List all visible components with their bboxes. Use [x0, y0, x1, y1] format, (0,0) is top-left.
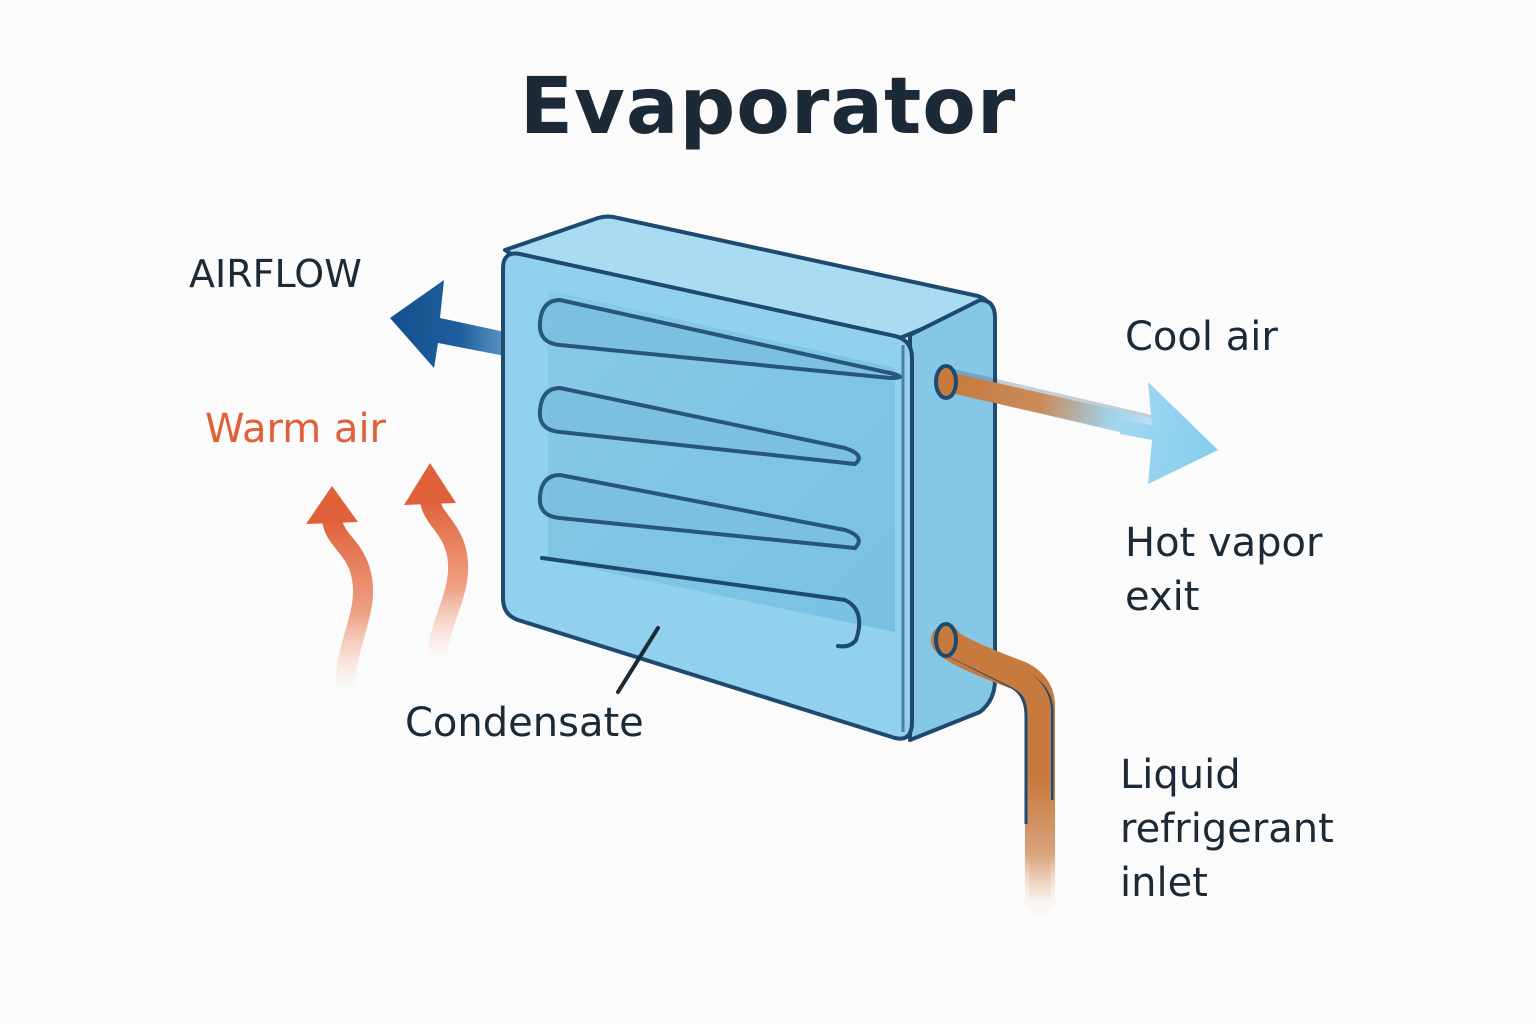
warm-air-arrows-icon — [306, 463, 469, 700]
condensate-leader-line — [616, 626, 660, 694]
warm-air-label: Warm air — [205, 406, 386, 452]
cool-air-arrow-icon — [1120, 382, 1218, 484]
cool-air-label: Cool air — [1125, 314, 1278, 360]
evaporator-coil — [501, 214, 997, 742]
airflow-label: AIRFLOW — [189, 252, 362, 296]
hot-vapor-exit-label: Hot vapor exit — [1125, 520, 1323, 620]
liquid-refrigerant-inlet-label: Liquid refrigerant inlet — [1120, 752, 1334, 906]
liquid-inlet-pipe — [931, 622, 1055, 915]
condensate-label: Condensate — [405, 700, 644, 746]
airflow-arrow-icon — [390, 280, 505, 368]
coil-tubes — [537, 297, 902, 649]
page-title: Evaporator — [519, 62, 1017, 152]
